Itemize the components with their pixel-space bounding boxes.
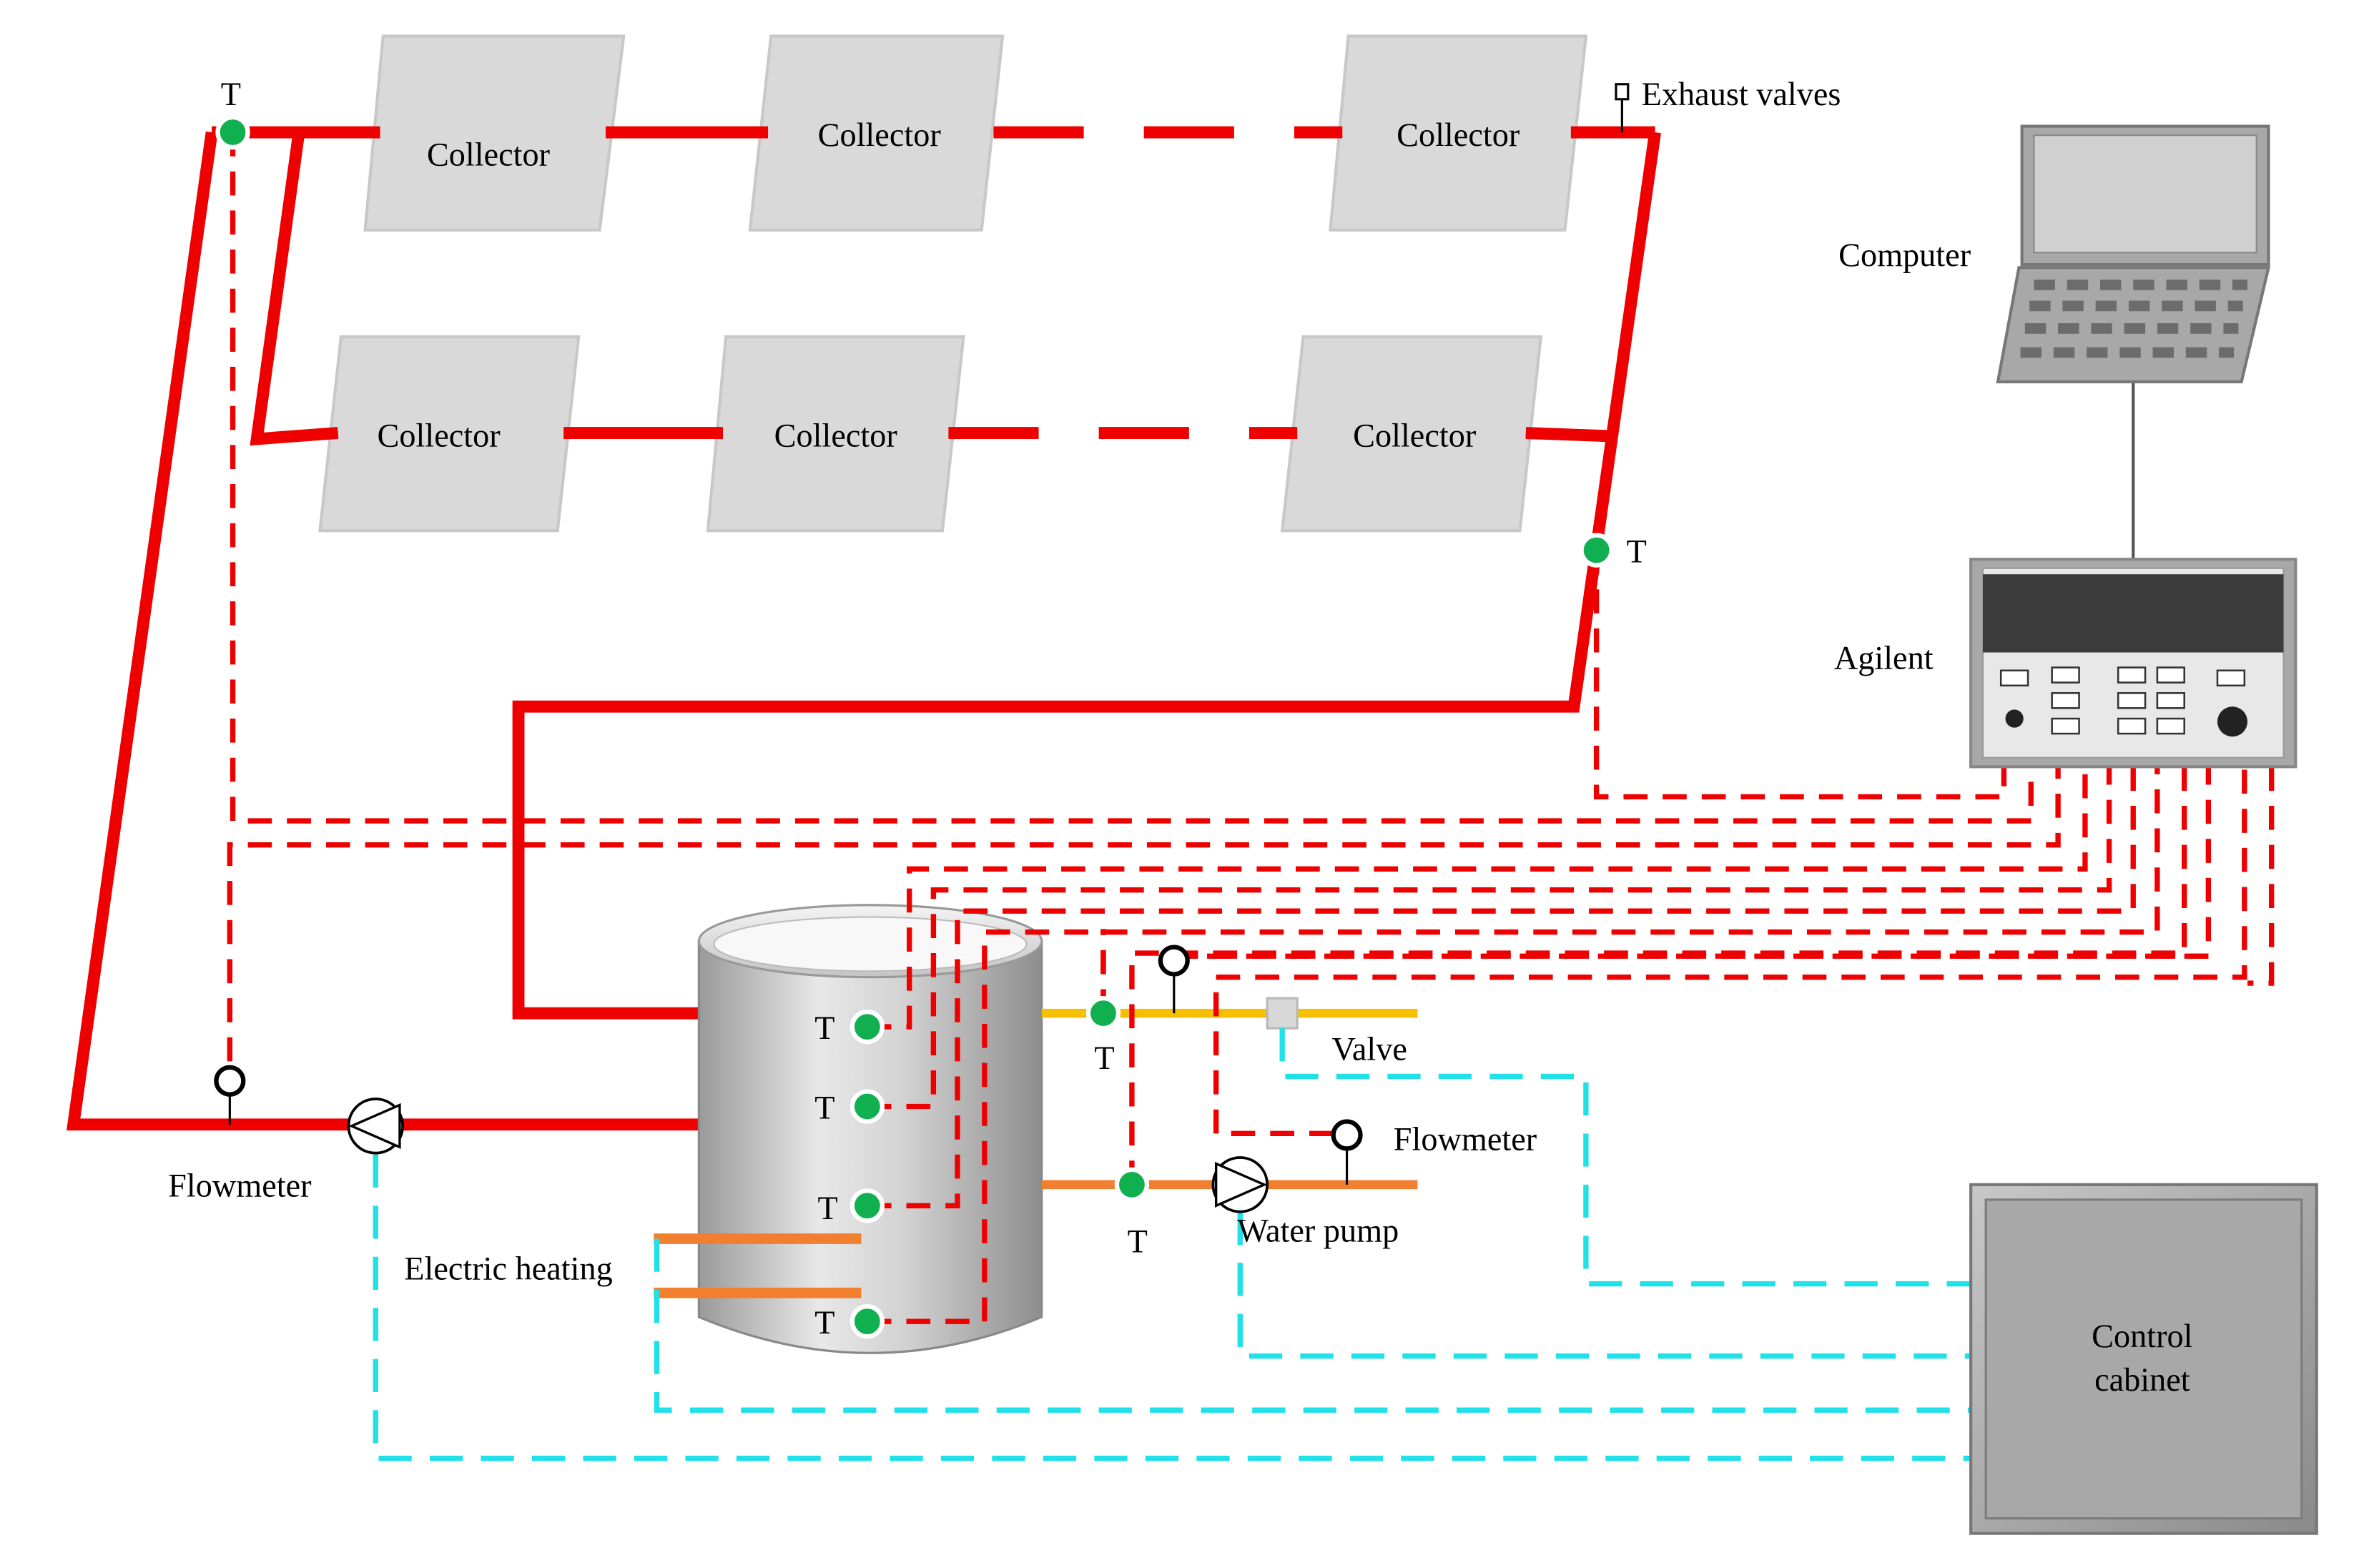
collector-panel — [748, 34, 1005, 232]
collector-label: Collector — [427, 137, 550, 173]
computer — [1996, 124, 2271, 560]
collector-label: Collector — [1353, 418, 1476, 454]
collector-label: Collector — [1397, 117, 1520, 154]
collector-array — [318, 34, 1588, 533]
sensor-label: T — [1627, 533, 1647, 570]
valve-label: Valve — [1332, 1031, 1407, 1067]
control-lines — [373, 1028, 1974, 1461]
supply-pipe — [67, 131, 699, 1131]
signal-lines — [227, 132, 2275, 1324]
electric-heater-rods — [654, 1233, 862, 1298]
labels: Collector Collector Collector Collector … — [168, 77, 1971, 1341]
collector-panel — [318, 335, 581, 533]
collector-row-bottom — [318, 335, 1543, 533]
sensor-label: T — [1128, 1223, 1148, 1260]
collector-label: Collector — [818, 117, 941, 154]
exhaust-valve — [1615, 83, 1630, 133]
temperature-sensor-icon — [849, 1303, 885, 1339]
temperature-sensor-icon — [1579, 533, 1614, 568]
collector-panel — [706, 335, 965, 533]
pipe-segment — [250, 131, 339, 446]
collector-label: Collector — [774, 418, 897, 454]
sensor-label: T — [814, 1090, 834, 1126]
collector-panel — [363, 34, 626, 232]
agilent-data-logger — [1969, 558, 2297, 769]
flowmeter-left — [214, 1065, 246, 1125]
agilent-label: Agilent — [1834, 641, 1934, 677]
valve-icon — [1266, 997, 1299, 1030]
flowmeter-hot-side — [1158, 945, 1190, 1014]
sensor-label: T — [1094, 1040, 1114, 1077]
temperature-sensor-icon — [849, 1089, 885, 1124]
collector-loop-pipes — [67, 126, 1661, 1131]
data-logger-icon — [1969, 558, 2297, 769]
collector-panel — [1280, 335, 1543, 533]
flowmeter-label: Flowmeter — [168, 1168, 311, 1205]
sensor-label: T — [814, 1305, 834, 1341]
water-pump-label: Water pump — [1237, 1213, 1399, 1250]
control-cabinet-label: Control — [2092, 1318, 2192, 1355]
control-cabinet: Control cabinet — [1969, 1183, 2318, 1535]
sensor-label: T — [814, 1010, 834, 1047]
pipe-segment — [1525, 427, 1607, 443]
flowmeter-icon — [1331, 1119, 1363, 1151]
collector-panel — [1329, 34, 1588, 232]
control-cabinet-label: cabinet — [2094, 1362, 2190, 1399]
sensor-label: T — [817, 1190, 837, 1227]
flowmeter-icon — [1158, 945, 1190, 977]
flowmeter-label: Flowmeter — [1394, 1121, 1537, 1158]
laptop-icon — [1996, 124, 2271, 384]
computer-label: Computer — [1838, 237, 1971, 274]
temperature-sensor-icon — [849, 1188, 885, 1223]
temperature-sensor-icon — [1114, 1167, 1150, 1203]
temperature-sensor-icon — [1085, 995, 1121, 1031]
collector-label: Collector — [378, 418, 501, 454]
pump-main — [347, 1098, 405, 1155]
temperature-sensor-icon — [215, 114, 250, 150]
exhaust-valves-label: Exhaust valves — [1642, 77, 1841, 113]
temperature-sensor-icon — [849, 1009, 885, 1045]
storage-tank — [697, 904, 1043, 1354]
electric-heating-label: Electric heating — [404, 1251, 612, 1287]
exhaust-valve-icon — [1615, 83, 1630, 101]
return-pipe — [512, 131, 1661, 1020]
temperature-sensors — [215, 114, 1614, 1339]
sensor-label: T — [221, 77, 241, 113]
flowmeter-icon — [214, 1065, 246, 1097]
collector-row-top — [363, 34, 1588, 232]
flowmeter-cold-side — [1331, 1119, 1363, 1185]
water-pump — [1211, 1156, 1269, 1213]
